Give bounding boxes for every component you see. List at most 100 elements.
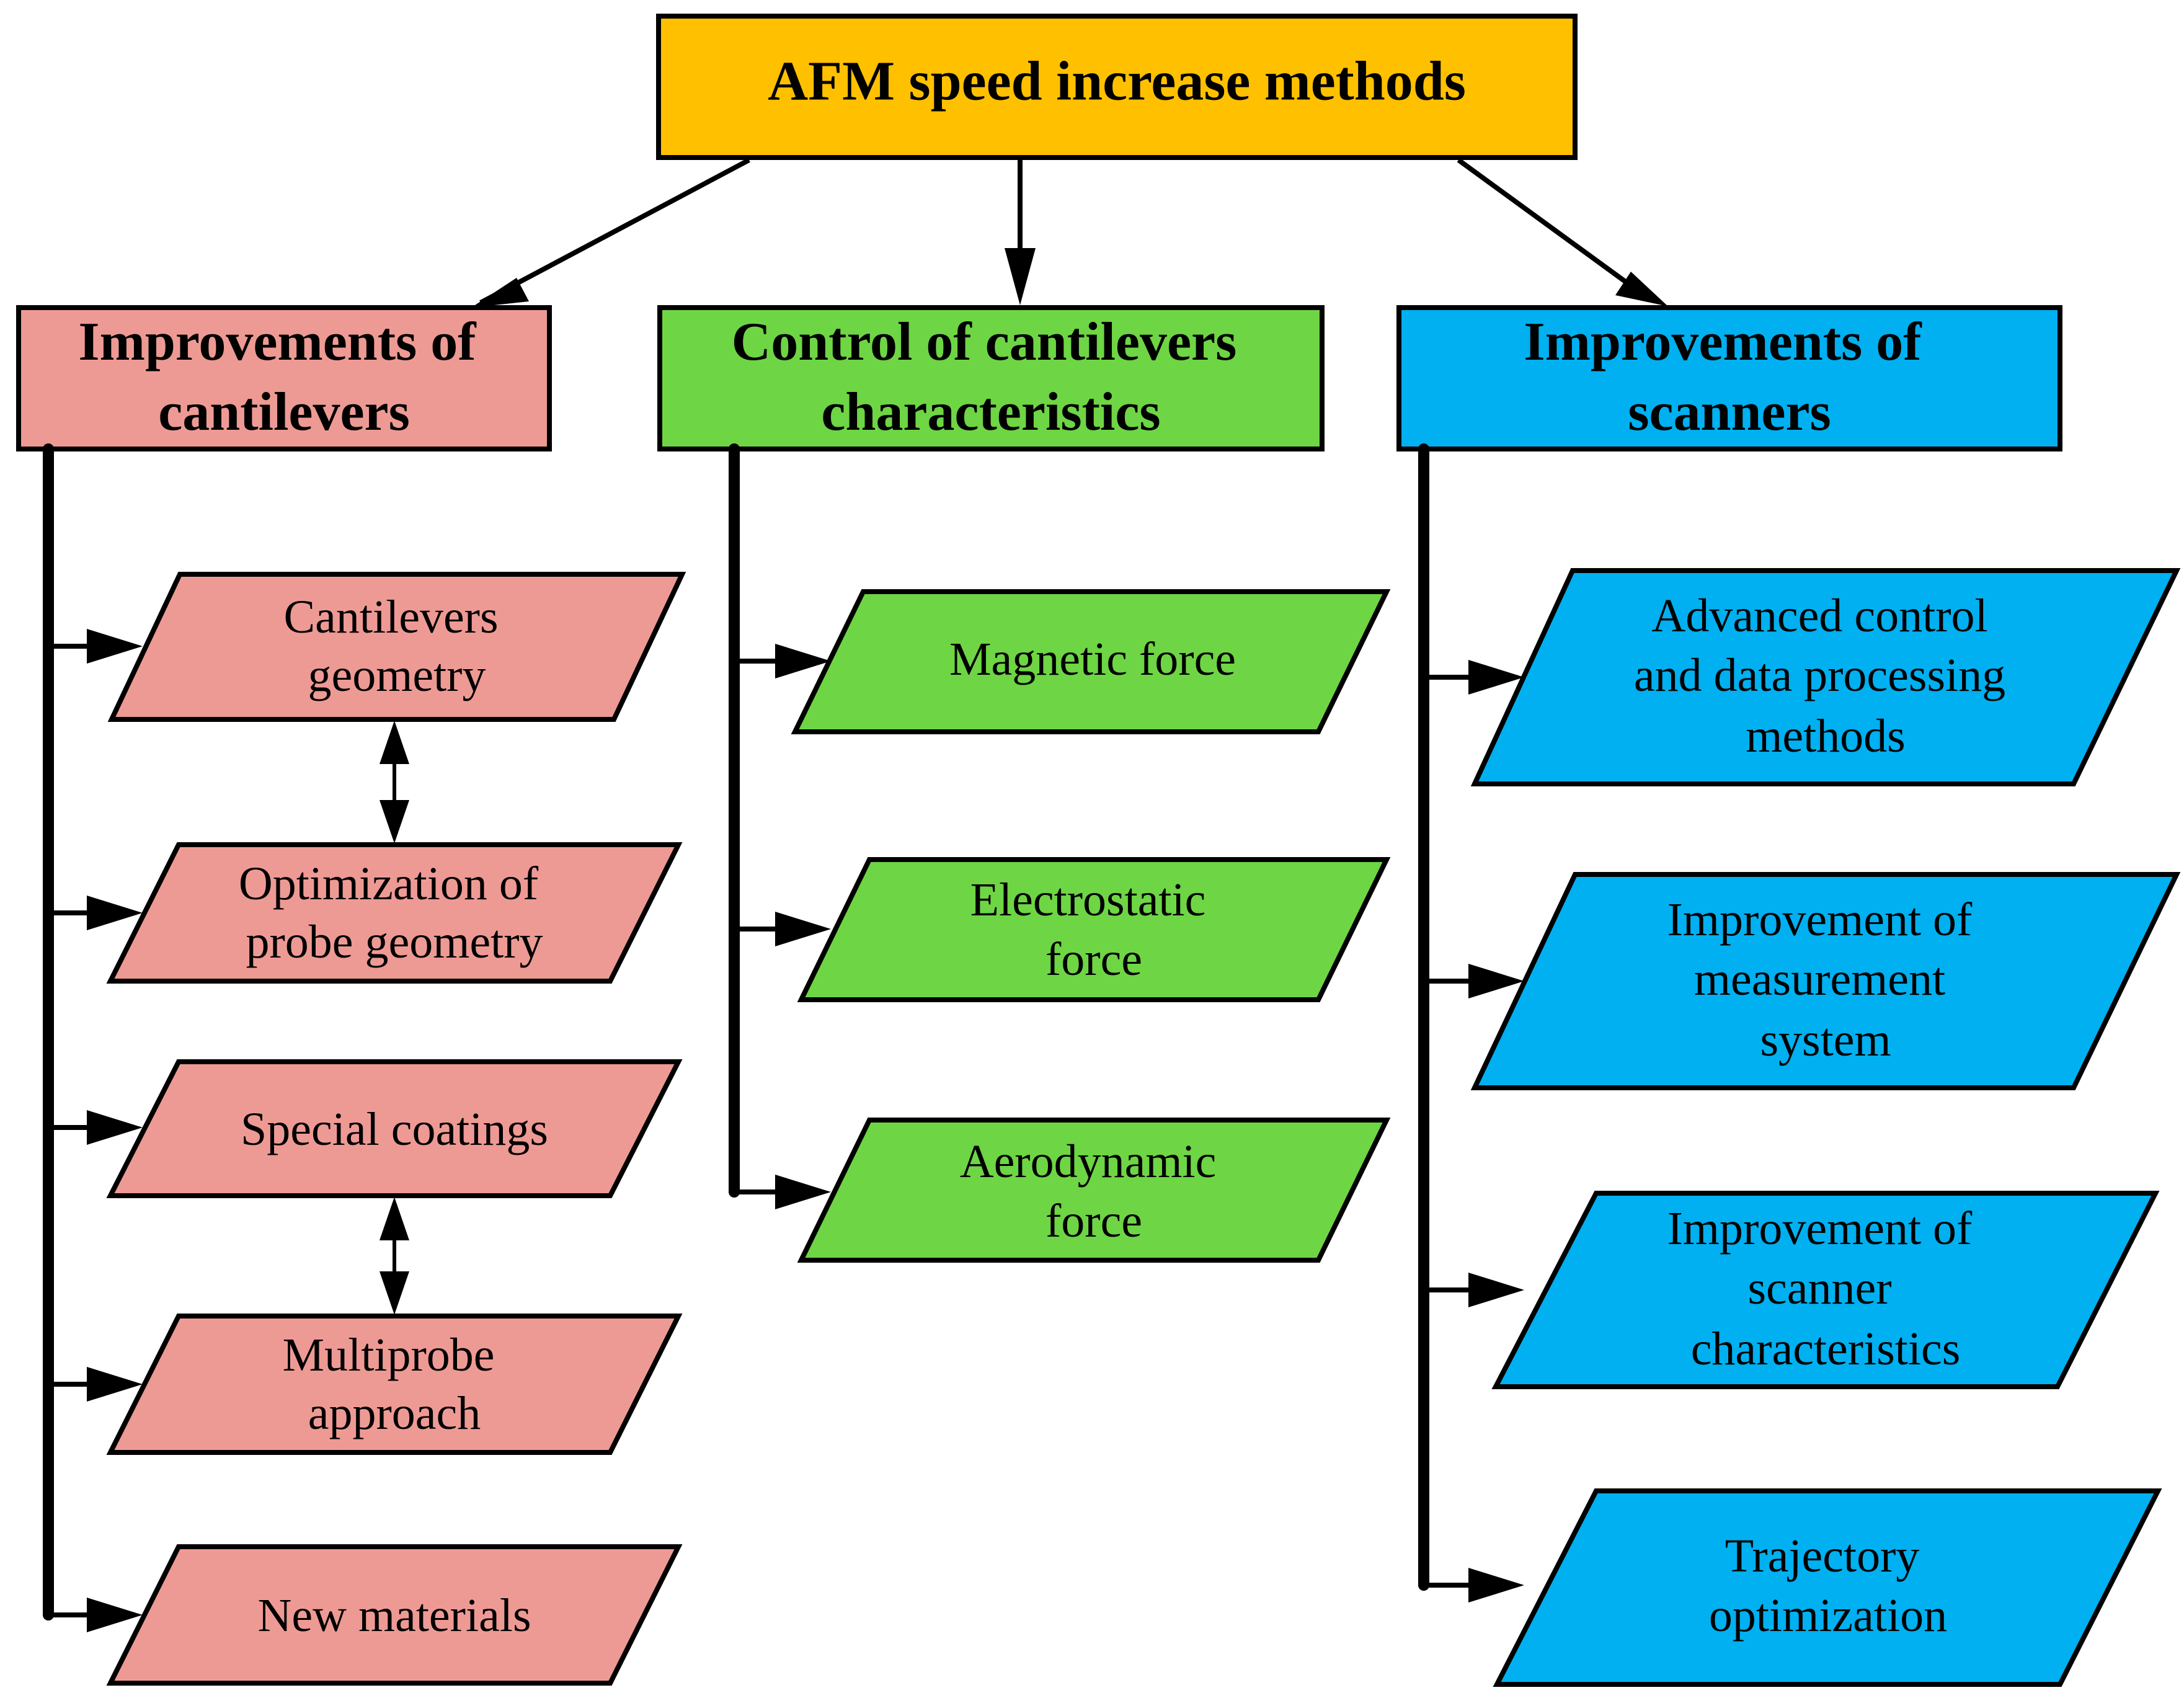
item-label-line: probe geometry — [246, 916, 543, 968]
item-label-line: scanner — [1747, 1262, 1891, 1314]
branch-arrowhead — [87, 629, 143, 664]
item-label-line: characteristics — [1691, 1323, 1961, 1375]
double-arrow-head-down — [380, 1271, 409, 1315]
branch-arrowhead — [87, 1110, 143, 1145]
scanner-item-trajectory: Trajectory optimization — [1424, 1488, 2162, 1687]
branch-arrowhead — [775, 1175, 831, 1209]
control-items: Magnetic force Electrostatic force Aerod… — [734, 589, 1391, 1263]
root-connectors — [471, 158, 1668, 308]
item-label-line: methods — [1746, 710, 1906, 762]
root-node: AFM speed increase methods — [656, 14, 1578, 160]
item-label-line: force — [1045, 1195, 1142, 1247]
item-label-line: New materials — [257, 1590, 531, 1642]
control-item-aerodynamic: Aerodynamic force — [734, 1118, 1391, 1263]
category-cantilevers-box — [16, 305, 552, 451]
branch-arrowhead — [1468, 660, 1524, 695]
category-scanners: Improvements of scanners — [1396, 305, 2062, 451]
item-label-line: Electrostatic — [970, 874, 1206, 926]
item-label-line: system — [1760, 1014, 1891, 1066]
cantilevers-item-materials: New materials — [48, 1544, 683, 1686]
category-cantilevers-line-1: Improvements of — [78, 312, 477, 372]
item-label-line: Aerodynamic — [960, 1136, 1217, 1188]
item-label-line: geometry — [308, 649, 486, 701]
branch-arrowhead — [1468, 1568, 1524, 1603]
category-cantilevers: Improvements of cantilevers — [16, 305, 552, 451]
scanner-item-characteristics: Improvement of scanner characteristics — [1424, 1191, 2160, 1389]
item-shape — [1470, 568, 2181, 786]
category-control-box — [657, 305, 1325, 451]
item-label-line: measurement — [1694, 953, 1945, 1005]
item-label: Improvement of scanner characteristics — [1667, 1203, 1984, 1375]
item-label: Electrostatic force — [970, 874, 1218, 985]
item-label: Improvement of measurement system — [1667, 894, 1984, 1066]
category-cantilevers-title: Improvements of cantilevers — [78, 312, 489, 442]
category-control-line-1: Control of cantilevers — [732, 312, 1237, 372]
item-label: Multiprobe approach — [283, 1329, 507, 1439]
double-arrow-head-down — [380, 800, 409, 843]
item-shape — [106, 842, 683, 984]
scanner-item-measurement: Improvement of measurement system — [1424, 872, 2181, 1090]
root-to-control-arrowhead — [1005, 248, 1036, 305]
root-to-cantilevers-arrow — [479, 158, 750, 305]
item-shape — [106, 1544, 683, 1686]
branch-arrowhead — [87, 1598, 143, 1632]
item-label-line: Trajectory — [1725, 1530, 1920, 1582]
item-label: New materials — [257, 1590, 531, 1642]
category-control: Control of cantilevers characteristics — [657, 305, 1325, 451]
branch-arrowhead — [1468, 1273, 1524, 1307]
cantilevers-items: Cantilevers geometry Optimization of pro… — [48, 572, 686, 1686]
item-label-line: Optimization of — [239, 858, 539, 910]
cantilevers-item-multiprobe: Multiprobe approach — [48, 1314, 683, 1455]
category-scanners-box — [1396, 305, 2062, 451]
cantilevers-item-probe: Optimization of probe geometry — [48, 842, 683, 984]
item-shape — [107, 572, 686, 722]
bidirectional-link-geometry-probe — [380, 721, 409, 843]
item-label-line: Special coatings — [241, 1103, 548, 1155]
category-control-title: Control of cantilevers characteristics — [732, 312, 1251, 442]
spines — [43, 443, 1429, 1621]
item-label-line: and data processing — [1634, 649, 2005, 701]
cantilevers-item-geometry: Cantilevers geometry — [48, 572, 686, 722]
branch-arrowhead — [775, 644, 831, 678]
item-label: Advanced control and data processing met… — [1634, 590, 2017, 762]
item-label-line: approach — [308, 1387, 481, 1439]
item-label-line: optimization — [1709, 1590, 1947, 1642]
item-shape — [797, 857, 1391, 1002]
item-label: Aerodynamic force — [960, 1136, 1228, 1247]
item-label-line: Improvement of — [1667, 1203, 1973, 1255]
item-shape — [791, 589, 1391, 734]
item-shape — [106, 1314, 683, 1455]
scanner-item-control-methods: Advanced control and data processing met… — [1424, 568, 2181, 786]
item-label-line: Cantilevers — [283, 591, 498, 643]
item-label-line: force — [1045, 933, 1142, 985]
branch-arrowhead — [87, 1367, 143, 1402]
bidirectional-link-coatings-multiprobe — [380, 1197, 409, 1315]
control-item-magnetic: Magnetic force — [734, 589, 1391, 734]
root-to-cantilevers-arrowhead — [471, 278, 529, 308]
item-label-line: Improvement of — [1667, 894, 1973, 946]
category-cantilevers-line-2: cantilevers — [158, 382, 410, 442]
category-control-line-2: characteristics — [821, 382, 1160, 442]
root-to-scanners-arrow — [1457, 158, 1634, 289]
scanner-items: Advanced control and data processing met… — [1424, 568, 2181, 1687]
item-label: Trajectory optimization — [1709, 1530, 1947, 1642]
branch-arrowhead — [87, 896, 143, 930]
double-arrow-head-up — [380, 1197, 409, 1240]
cantilevers-item-coatings: Special coatings — [48, 1059, 683, 1198]
item-shape — [1493, 1488, 2162, 1687]
category-scanners-line-1: Improvements of — [1524, 312, 1922, 372]
root-title: AFM speed increase methods — [768, 51, 1466, 112]
item-label: Magnetic force — [949, 633, 1236, 685]
category-scanners-line-2: scanners — [1628, 382, 1831, 442]
item-shape — [1491, 1191, 2160, 1389]
root-to-scanners-arrowhead — [1615, 272, 1668, 306]
control-item-electrostatic: Electrostatic force — [734, 857, 1391, 1002]
item-label: Cantilevers geometry — [283, 591, 510, 701]
branch-arrowhead — [1468, 964, 1524, 998]
item-label-line: Magnetic force — [949, 633, 1236, 685]
item-label-line: Multiprobe — [283, 1329, 495, 1381]
item-label-line: Advanced control — [1651, 590, 1987, 642]
item-label: Special coatings — [241, 1103, 548, 1155]
category-scanners-title: Improvements of scanners — [1524, 312, 1935, 442]
